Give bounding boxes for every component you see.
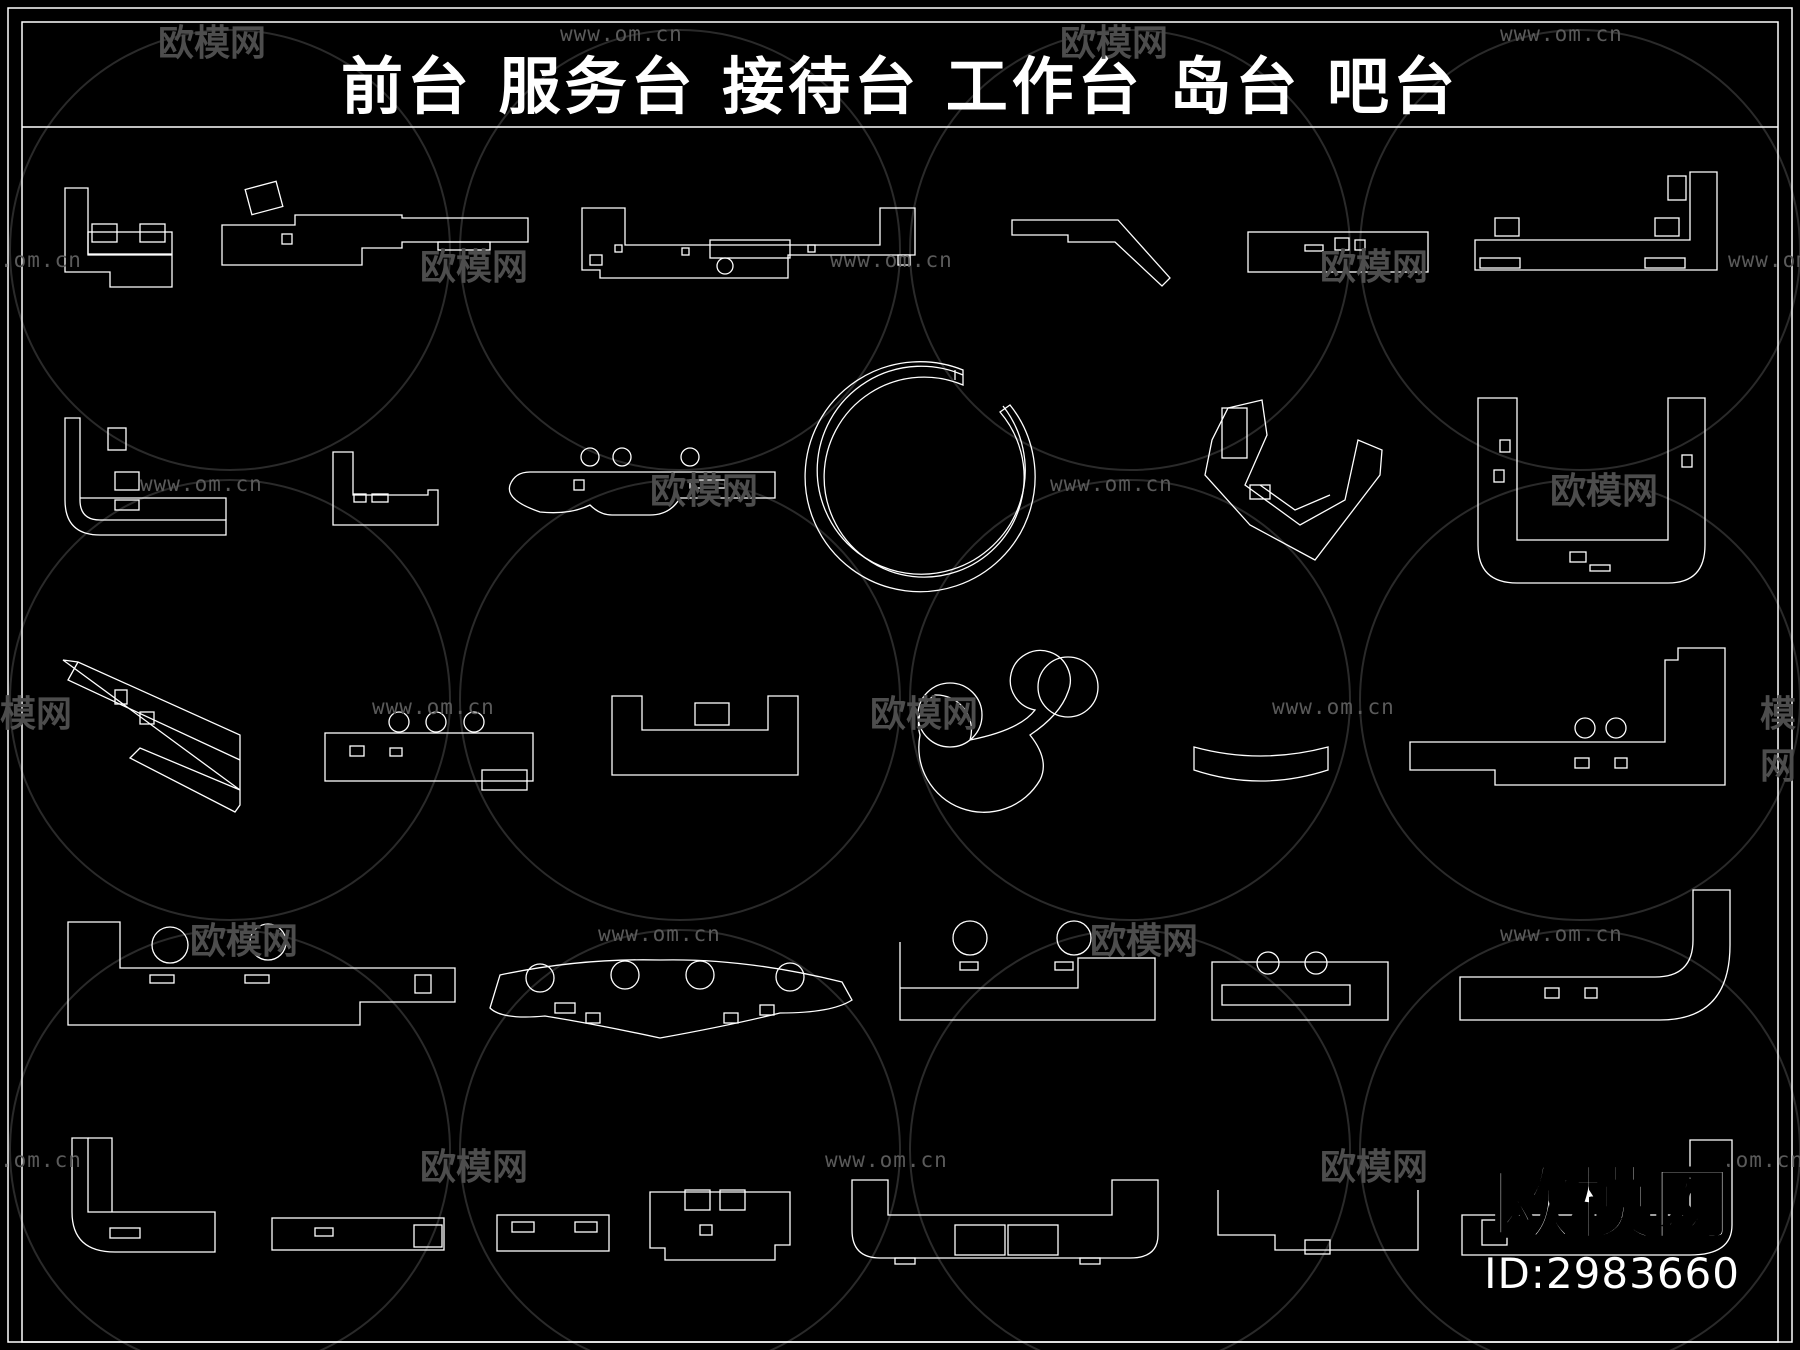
desk-plan-r1-3 — [581, 207, 916, 279]
watermark-site: www.om.cn — [1500, 22, 1623, 46]
desk-plans — [62, 171, 1733, 1265]
desk-plan-r5-7 — [1461, 1139, 1733, 1256]
watermark-brand: 欧模网 — [1320, 247, 1429, 288]
desk-plan-r5-6 — [1217, 1190, 1419, 1255]
watermark-site: www.om.cn — [830, 248, 953, 272]
drawing-title: 前台 服务台 接待台 工作台 岛台 吧台 — [341, 50, 1459, 123]
watermark-site: .om.cn — [1722, 1148, 1800, 1172]
watermark-brand: 欧模网 — [1090, 921, 1199, 962]
watermark-site: www.om.cn — [1272, 695, 1395, 719]
desk-plan-r5-4 — [649, 1189, 791, 1261]
desk-plan-r3-5 — [1193, 746, 1329, 782]
desk-plan-r4-2 — [489, 959, 853, 1039]
watermark-brand: 模网 — [1760, 694, 1797, 787]
watermark-site: www.om.cn — [825, 1148, 948, 1172]
desk-plan-r3-2 — [324, 711, 534, 791]
watermark-site: www.om.cn — [1050, 472, 1173, 496]
desk-plan-r3-3 — [611, 695, 799, 776]
desk-plan-r1-4 — [1011, 219, 1171, 287]
desk-plan-r1-1 — [64, 187, 173, 288]
watermark-brand: 欧模网 — [420, 1147, 529, 1188]
desk-plan-r3-6 — [1409, 647, 1726, 786]
desk-plan-r5-2 — [271, 1217, 445, 1251]
desk-plan-r3-4 — [917, 649, 1099, 813]
desk-plan-r2-3 — [508, 447, 776, 516]
desk-plan-r1-6 — [1474, 171, 1718, 271]
watermark-brand: 欧模网 — [420, 247, 529, 288]
watermark-brand: 模网 — [0, 694, 73, 735]
watermark-site: www.om.cn — [560, 22, 683, 46]
watermark-site: .om.cn — [0, 1148, 82, 1172]
desk-plan-r5-3 — [496, 1214, 610, 1252]
watermark-site: www.om.cn — [1500, 922, 1623, 946]
watermark-site: www.om.cn — [1728, 248, 1800, 272]
desk-plan-r2-6 — [1477, 397, 1706, 584]
desk-plan-r4-5 — [1459, 889, 1731, 1021]
desk-plan-r4-4 — [1211, 951, 1389, 1021]
watermark-brand: 欧模网 — [1320, 1147, 1429, 1188]
desk-plan-r2-2 — [332, 451, 439, 526]
watermark-site: .om.cn — [0, 248, 82, 272]
desk-plan-r4-1 — [67, 921, 456, 1026]
desk-plan-r3-1 — [62, 659, 241, 813]
drawing-frame — [7, 7, 1793, 1343]
watermark-site: www.om.cn — [140, 472, 263, 496]
brand-overlay: 欧模网 ID:2983660 — [1484, 1158, 1740, 1298]
desk-plan-r2-1 — [64, 417, 227, 536]
desk-plan-r4-3 — [899, 920, 1156, 1021]
desk-plan-r5-1 — [71, 1137, 216, 1253]
desk-plan-r5-5 — [851, 1179, 1159, 1265]
watermark-brand: 欧模网 — [1060, 23, 1169, 64]
watermark-circles — [9, 29, 1800, 1350]
watermark-brand: 欧模网 — [190, 921, 299, 962]
desk-plan-r2-5 — [1204, 399, 1383, 561]
desk-plan-r1-5 — [1247, 231, 1429, 273]
model-id: ID:2983660 — [1484, 1249, 1740, 1298]
desk-plan-r1-2 — [221, 180, 529, 266]
desk-plan-r2-4 — [804, 361, 1036, 593]
watermark-brand: 欧模网 — [650, 471, 759, 512]
brand-logo: 欧模网 — [1491, 1158, 1734, 1251]
watermark-brand: 欧模网 — [870, 694, 979, 735]
watermark-site: www.om.cn — [372, 695, 495, 719]
watermark-site: www.om.cn — [598, 922, 721, 946]
watermark-brand: 欧模网 — [158, 23, 267, 64]
watermark-brand: 欧模网 — [1550, 471, 1659, 512]
